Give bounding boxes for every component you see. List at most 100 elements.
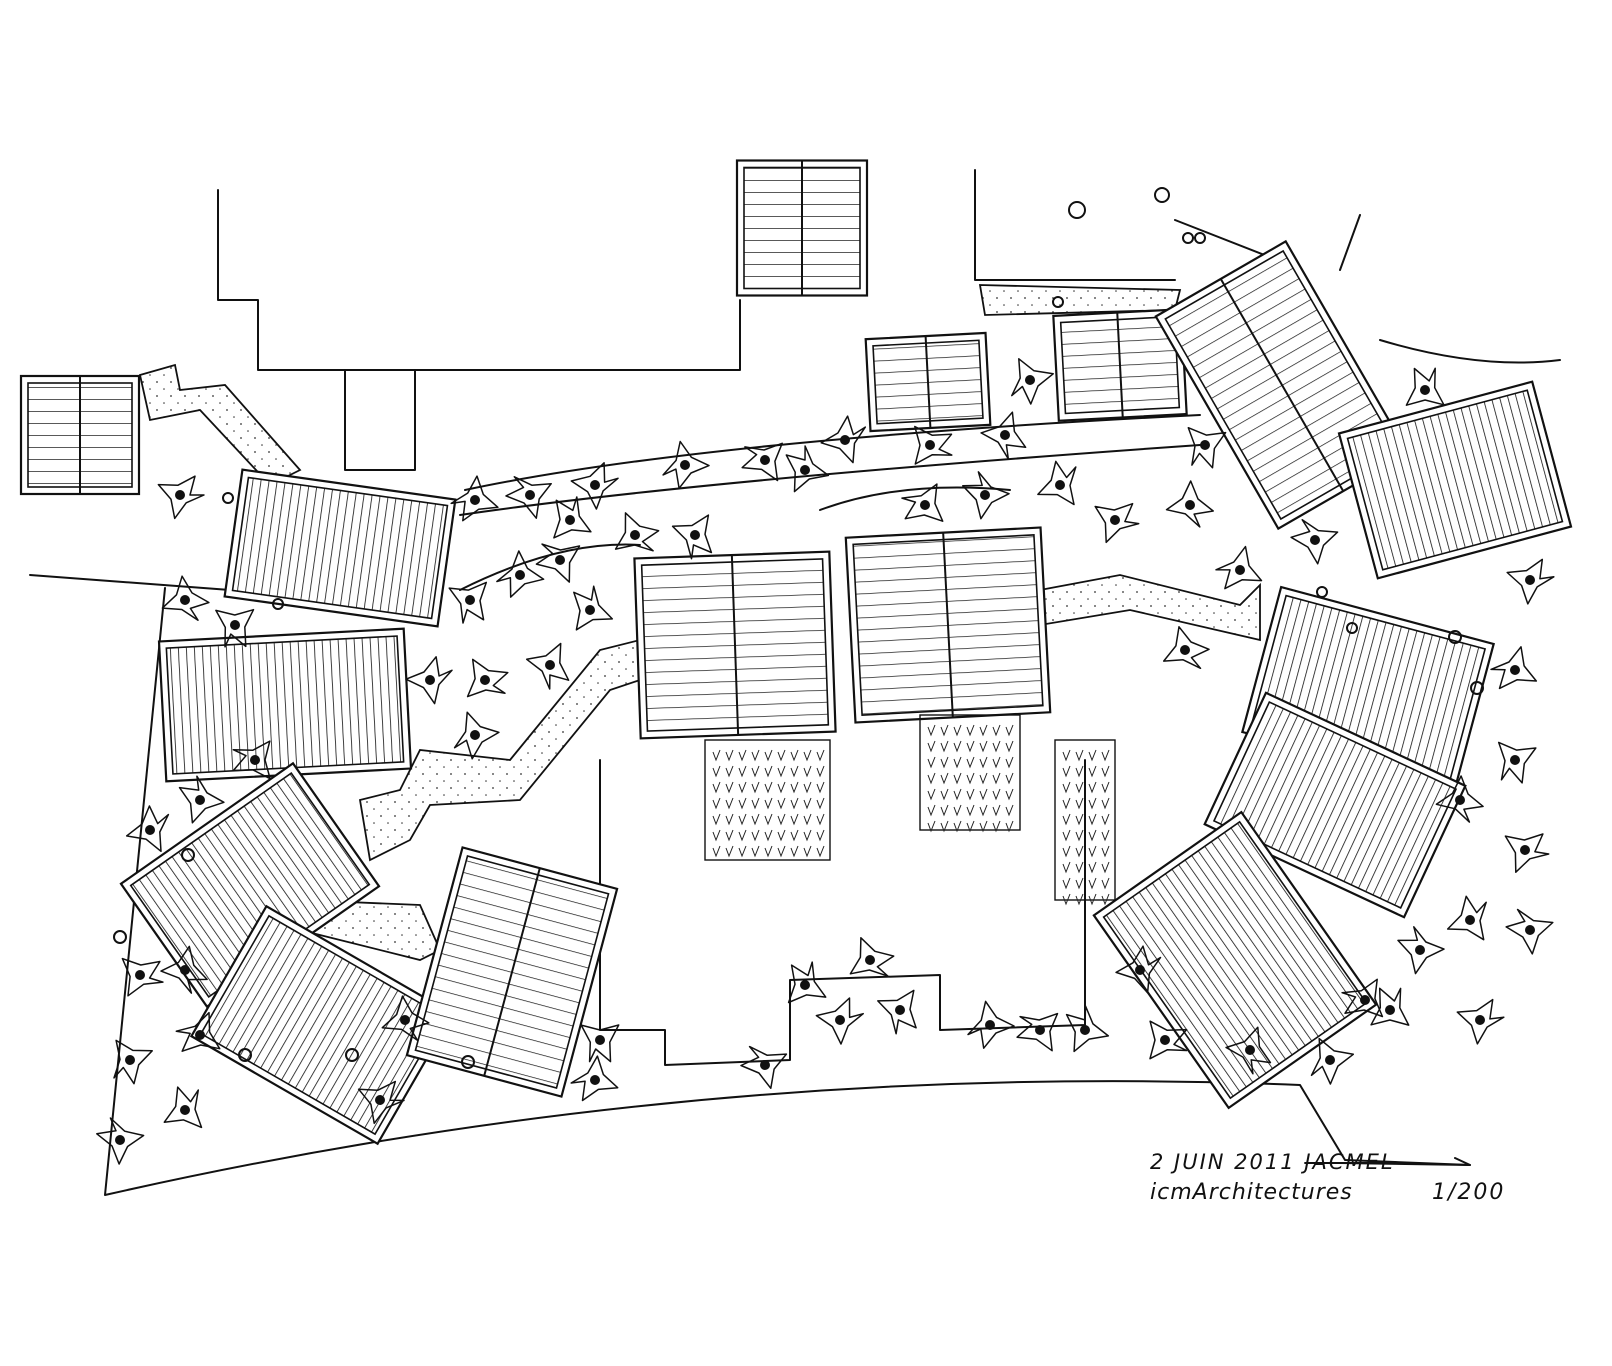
plants	[96, 358, 1555, 1165]
plant-scribble	[1435, 775, 1484, 823]
building-roof	[844, 526, 1052, 724]
plant-center	[800, 465, 810, 475]
plant-center	[585, 605, 595, 615]
site-boundary	[29, 169, 1561, 1196]
plant-center	[1510, 755, 1520, 765]
plant-center	[835, 1015, 845, 1025]
plant-scribble	[96, 1117, 145, 1165]
plant-center	[465, 595, 475, 605]
plant-center	[195, 1030, 205, 1040]
plant-center	[1180, 645, 1190, 655]
plant-scribble	[741, 442, 783, 482]
plant-scribble	[849, 937, 895, 977]
garden-bed	[1054, 739, 1116, 901]
plant-center	[115, 1135, 125, 1145]
plant-scribble	[1011, 358, 1054, 405]
plant-center	[425, 675, 435, 685]
plant-scribble	[1490, 646, 1538, 690]
plant-center	[1325, 1055, 1335, 1065]
plant-scribble	[232, 740, 271, 780]
plant-scribble	[1187, 426, 1227, 469]
plant-center	[1525, 575, 1535, 585]
plant-center	[840, 435, 850, 445]
plant-center	[1510, 665, 1520, 675]
plant-center	[515, 570, 525, 580]
plant-scribble	[1115, 945, 1162, 994]
building-roof	[1203, 691, 1467, 919]
plant-scribble	[535, 543, 581, 583]
architect-name: icmArchitectures	[1150, 1180, 1353, 1205]
plant-scribble	[1504, 833, 1550, 873]
plant-center	[1245, 1045, 1255, 1055]
plant-center	[590, 480, 600, 490]
plant-center	[1385, 1005, 1395, 1015]
building-roof	[19, 374, 141, 496]
plant-scribble	[1225, 1026, 1272, 1075]
buildings	[19, 159, 1573, 1146]
plant-scribble	[980, 411, 1027, 460]
drawing-scale: 1/200	[1432, 1180, 1506, 1205]
plant-center	[680, 460, 690, 470]
plant-center	[1465, 915, 1475, 925]
building-roof	[1337, 380, 1573, 580]
plant-center	[1310, 535, 1320, 545]
plant-center	[1055, 480, 1065, 490]
plant-center	[1035, 1025, 1045, 1035]
plant-center	[1455, 795, 1465, 805]
plant-scribble	[1165, 480, 1214, 528]
plant-center	[480, 675, 490, 685]
plant-scribble	[967, 1000, 1015, 1049]
plant-scribble	[1162, 626, 1210, 670]
garden-bed	[704, 739, 831, 861]
plant-scribble	[525, 642, 570, 690]
annotation-date-place: 2 JUIN 2011 JACMEL	[1150, 1150, 1395, 1174]
plant-scribble	[157, 475, 205, 520]
plant-scribble	[740, 1045, 788, 1090]
building-roof	[405, 846, 619, 1098]
plant-scribble	[113, 1039, 153, 1085]
building-roof	[223, 468, 457, 628]
plant-scribble	[1446, 895, 1487, 941]
plant-center	[925, 440, 935, 450]
plant-scribble	[505, 476, 552, 519]
plant-scribble	[815, 997, 864, 1045]
plant-center	[1520, 845, 1530, 855]
plant-scribble	[785, 445, 830, 493]
plant-scribble	[1037, 460, 1077, 506]
plant-center	[180, 595, 190, 605]
plant-center	[545, 660, 555, 670]
building-roof	[1092, 810, 1378, 1110]
plant-scribble	[381, 995, 430, 1042]
plant-scribble	[1370, 987, 1410, 1026]
plant-center	[690, 530, 700, 540]
plant-center	[400, 1015, 410, 1025]
plant-center	[630, 530, 640, 540]
plant-scribble	[160, 945, 208, 994]
plant-scribble	[1341, 978, 1384, 1018]
building-roof	[1052, 308, 1188, 422]
plant-scribble	[787, 961, 827, 1004]
plant-center	[590, 1075, 600, 1085]
plant-center	[800, 980, 810, 990]
garden-bed	[919, 714, 1021, 831]
plant-scribble	[178, 775, 225, 824]
building-roof	[735, 159, 869, 297]
plant-center	[565, 515, 575, 525]
plant-center	[1420, 385, 1430, 395]
plant-center	[1025, 375, 1035, 385]
plant-center	[135, 970, 145, 980]
plant-scribble	[553, 496, 592, 539]
building-roof	[157, 627, 413, 783]
building-roof	[189, 904, 455, 1146]
plant-center	[1200, 440, 1210, 450]
plant-center	[175, 490, 185, 500]
plant-center	[1110, 515, 1120, 525]
plant-scribble	[570, 1055, 619, 1102]
plant-scribble	[1405, 367, 1445, 406]
plant-center	[230, 620, 240, 630]
plant-center	[375, 1095, 385, 1105]
plant-center	[195, 795, 205, 805]
plant-scribble	[163, 1086, 203, 1129]
plant-scribble	[125, 805, 170, 853]
plant-center	[1185, 500, 1195, 510]
